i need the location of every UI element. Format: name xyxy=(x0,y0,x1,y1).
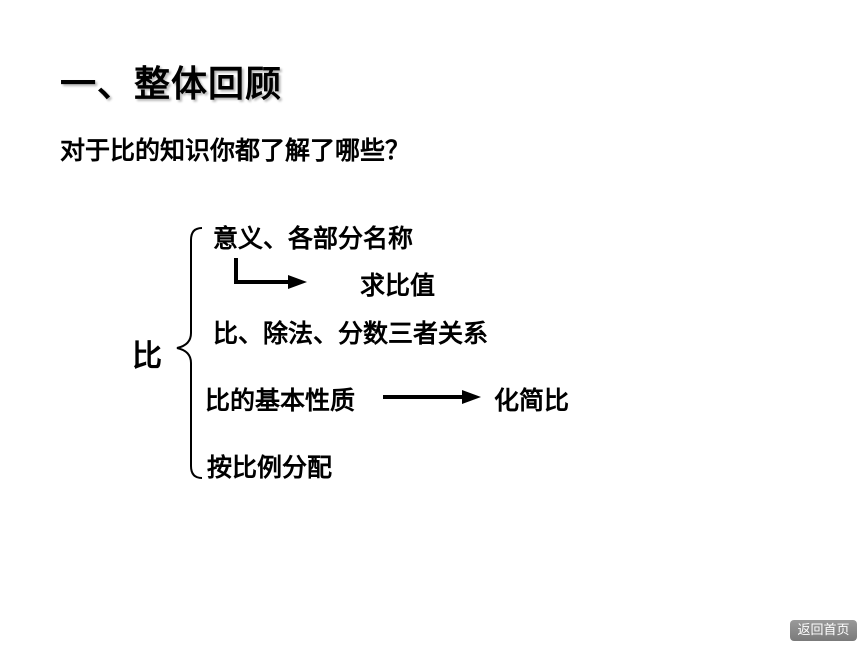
left-brace xyxy=(176,227,203,479)
item-simplify: 化简比 xyxy=(494,386,570,415)
home-button[interactable]: 返回首页 xyxy=(790,620,857,641)
diagram-root-label: 比 xyxy=(132,339,162,374)
item-property: 比的基本性质 xyxy=(205,386,356,415)
item-meaning: 意义、各部分名称 xyxy=(213,224,414,253)
item-ratio-value: 求比值 xyxy=(360,271,436,300)
question-text: 对于比的知识你都了解了哪些？ xyxy=(60,136,411,165)
item-relation: 比、除法、分数三者关系 xyxy=(213,319,489,348)
item-distribution: 按比例分配 xyxy=(207,453,333,482)
property-to-simplify-arrowhead xyxy=(462,390,481,404)
meaning-to-ratio-arrowhead xyxy=(288,275,307,289)
meaning-to-ratio-arrow xyxy=(234,258,290,284)
page-title: 一、整体回顾 xyxy=(60,64,283,105)
